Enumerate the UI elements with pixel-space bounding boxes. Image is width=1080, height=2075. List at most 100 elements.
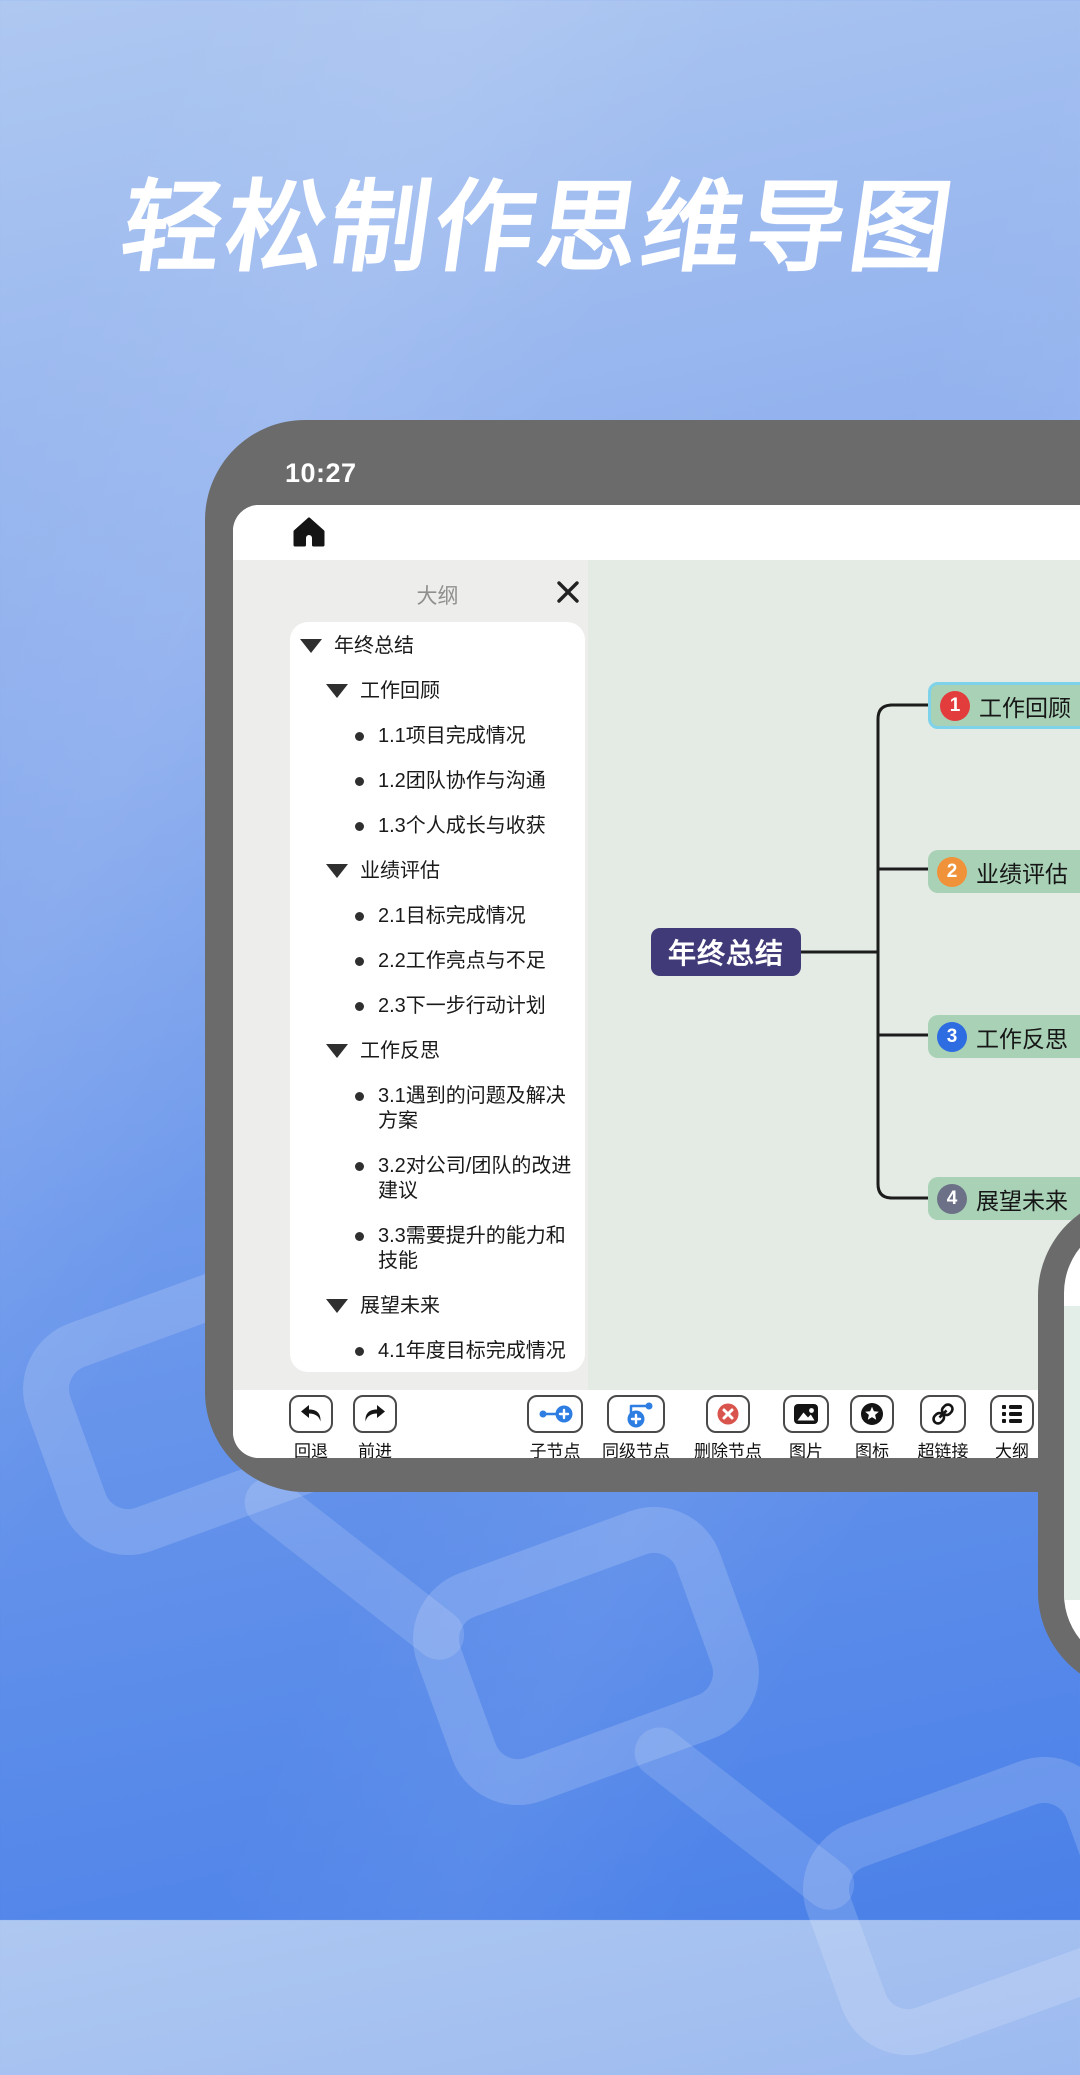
outline-item-label: 年终总结 <box>334 635 414 657</box>
outline-item[interactable]: 1.2团队协作与沟通 <box>350 759 585 804</box>
outline-item[interactable]: 3.2对公司/团队的改进建议 <box>350 1144 585 1214</box>
outline-item[interactable]: 业绩评估 <box>326 849 585 894</box>
close-icon <box>553 580 583 610</box>
outline-item[interactable]: 工作反思 <box>326 1029 585 1074</box>
close-outline-button[interactable] <box>547 572 589 614</box>
tool-redo-button[interactable]: 前进 <box>315 1395 435 1458</box>
bottom-toolbar: 回退前进子节点 同级节点 删除节点 图片 图标 超链接 大纲 <box>233 1390 1080 1458</box>
home-button[interactable] <box>289 513 329 553</box>
priority-badge: 1 <box>940 690 970 721</box>
outline-item-label: 4.1年度目标完成情况 <box>378 1340 566 1362</box>
outline-list: 年终总结工作回顾 1.1项目完成情况 1.2团队协作与沟通 1.3个人成长与收获业绩评… <box>290 624 585 1372</box>
app-topbar <box>233 505 1080 560</box>
bullet-icon <box>355 777 364 786</box>
outline-icon <box>990 1395 1034 1433</box>
outline-item-label: 3.2对公司/团队的改进建议 <box>378 1155 572 1202</box>
outline-item-label: 3.1遇到的问题及解决方案 <box>378 1085 566 1132</box>
tool-undo-button[interactable]: 回退 <box>251 1395 371 1458</box>
outline-panel-title: 大纲 <box>416 585 459 608</box>
hyperlink-icon <box>920 1395 966 1433</box>
collapse-triangle-icon[interactable] <box>326 1299 348 1313</box>
tool-label: 同级节点 <box>602 1442 670 1458</box>
undo-icon <box>289 1395 333 1433</box>
branch-node[interactable]: 2 业绩评估 <box>928 850 1080 893</box>
branch-node[interactable]: 4 展望未来 <box>928 1177 1080 1220</box>
tool-sibling-node-button[interactable]: 同级节点 <box>576 1395 696 1458</box>
bullet-icon <box>355 1232 364 1241</box>
image-icon <box>783 1395 829 1433</box>
outline-item-label: 2.1目标完成情况 <box>378 905 526 927</box>
outline-item-label: 2.2工作亮点与不足 <box>378 950 546 972</box>
tool-icon-star-button[interactable]: 图标 <box>812 1395 932 1458</box>
tool-label: 删除节点 <box>694 1442 762 1458</box>
delete-node-icon <box>706 1395 750 1433</box>
outline-item[interactable]: 3.1遇到的问题及解决方案 <box>350 1074 585 1144</box>
outline-item[interactable]: 工作回顾 <box>326 669 585 714</box>
icon-star-icon <box>850 1395 894 1433</box>
outline-item[interactable]: 3.3需要提升的能力和技能 <box>350 1214 585 1284</box>
priority-badge: 3 <box>937 1021 967 1052</box>
redo-icon <box>353 1395 397 1433</box>
outline-item[interactable]: 年终总结 <box>300 624 585 669</box>
outline-card: 年终总结工作回顾 1.1项目完成情况 1.2团队协作与沟通 1.3个人成长与收获业绩评… <box>290 622 585 1372</box>
collapse-triangle-icon[interactable] <box>300 639 322 653</box>
tool-child-node-button[interactable]: 子节点 <box>495 1395 615 1458</box>
phone-device <box>1038 1195 1080 1692</box>
outline-item-label: 1.3个人成长与收获 <box>378 815 546 837</box>
outline-item-label: 1.2团队协作与沟通 <box>378 770 546 792</box>
branch-node-label: 展望未来 <box>976 1187 1068 1214</box>
tool-outline-button[interactable]: 大纲 <box>952 1395 1072 1458</box>
bullet-icon <box>355 1002 364 1011</box>
priority-badge: 4 <box>937 1183 967 1214</box>
outline-item-label: 1.1项目完成情况 <box>378 725 526 747</box>
outline-item[interactable]: 2.3下一步行动计划 <box>350 984 585 1029</box>
tool-label: 超链接 <box>917 1442 969 1458</box>
home-icon <box>290 517 328 554</box>
tool-image-button[interactable]: 图片 <box>746 1395 866 1458</box>
collapse-triangle-icon[interactable] <box>326 684 348 698</box>
child-node-icon <box>527 1395 583 1433</box>
bullet-icon <box>355 957 364 966</box>
phone-canvas-preview <box>1064 1306 1080 1600</box>
outline-item-label: 3.3需要提升的能力和技能 <box>378 1225 566 1272</box>
branch-node-label: 业绩评估 <box>976 860 1068 887</box>
bullet-icon <box>355 822 364 831</box>
collapse-triangle-icon[interactable] <box>326 1044 348 1058</box>
tool-label: 子节点 <box>529 1442 581 1458</box>
collapse-triangle-icon[interactable] <box>326 864 348 878</box>
outline-item[interactable]: 2.2工作亮点与不足 <box>350 939 585 984</box>
outline-item-label: 业绩评估 <box>360 860 440 882</box>
outline-panel: 大纲 年终总结工作回顾 1.1项目完成情况 1.2团队协作与沟通 1.3个人成长与收获… <box>233 560 588 1390</box>
status-time: 10:27 <box>285 458 357 488</box>
outline-item-label: 工作反思 <box>360 1040 440 1062</box>
connector-lines <box>801 703 930 1200</box>
tool-label: 回退 <box>294 1442 328 1458</box>
outline-item[interactable]: 1.3个人成长与收获 <box>350 804 585 849</box>
outline-item[interactable]: 展望未来 <box>326 1284 585 1329</box>
headline: 轻松制作思维导图 <box>114 172 963 284</box>
tool-label: 图标 <box>855 1442 889 1458</box>
tool-label: 图片 <box>789 1442 823 1458</box>
root-node[interactable]: 年终总结 <box>651 928 801 976</box>
bullet-icon <box>355 732 364 741</box>
outline-item-label: 工作回顾 <box>360 680 440 702</box>
outline-item[interactable]: 4.1年度目标完成情况 <box>350 1329 585 1372</box>
bullet-icon <box>355 1162 364 1171</box>
sibling-node-icon <box>607 1395 665 1433</box>
bullet-icon <box>355 912 364 921</box>
outline-item[interactable]: 1.1项目完成情况 <box>350 714 585 759</box>
outline-item[interactable]: 2.1目标完成情况 <box>350 894 585 939</box>
tool-delete-node-button[interactable]: 删除节点 <box>668 1395 788 1458</box>
tool-label: 大纲 <box>995 1442 1029 1458</box>
bullet-icon <box>355 1347 364 1356</box>
outline-item-label: 2.3下一步行动计划 <box>378 995 546 1017</box>
branch-node-label: 工作回顾 <box>979 694 1071 721</box>
tool-hyperlink-button[interactable]: 超链接 <box>883 1395 1003 1458</box>
priority-badge: 2 <box>937 856 967 887</box>
outline-item-label: 展望未来 <box>360 1295 440 1317</box>
branch-node[interactable]: 1 工作回顾 <box>928 682 1080 729</box>
